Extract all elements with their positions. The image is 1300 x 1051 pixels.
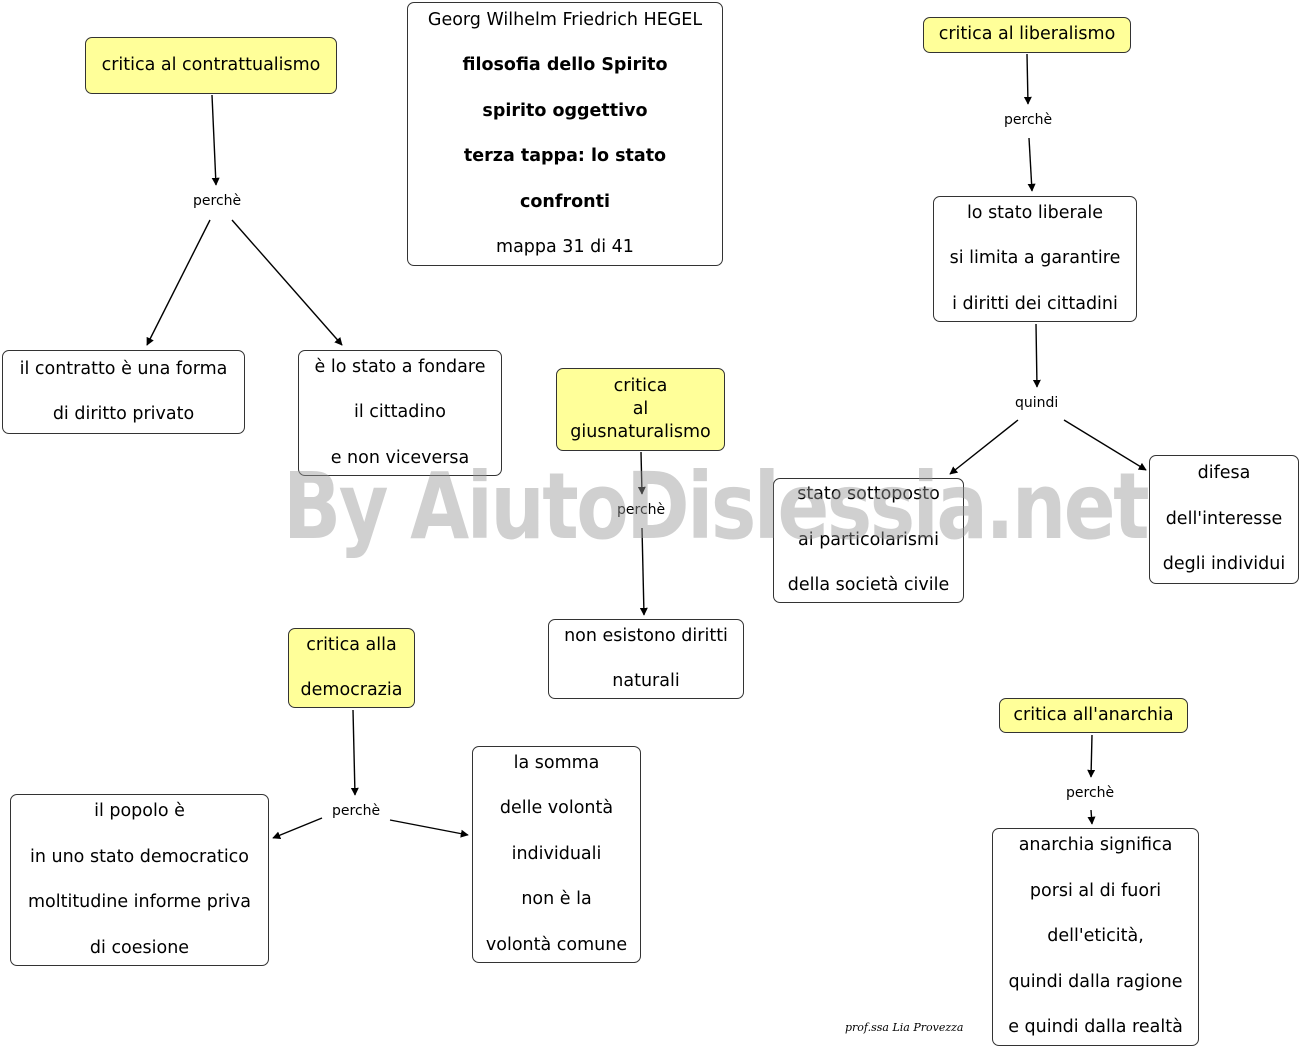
node-critica-anarchia: critica all'anarchia xyxy=(999,698,1188,733)
node-line: degli individui xyxy=(1162,554,1286,575)
node-line: il popolo è xyxy=(94,801,185,821)
arrow-perche-diritti-naturali xyxy=(639,527,648,616)
node-critica-giusnaturalismo: critica al giusnaturalismo xyxy=(556,368,725,451)
node-line: critica xyxy=(613,376,668,396)
node-line: è lo stato a fondare xyxy=(314,356,486,377)
node-line: i diritti dei cittadini xyxy=(952,293,1118,314)
node-stato-particolarismi: stato sottoposto ai particolarismi della… xyxy=(773,478,964,603)
node-line: non esistono diritti xyxy=(564,625,728,646)
arrow-perche-volonta xyxy=(389,819,469,838)
node-label: critica all'anarchia xyxy=(1013,704,1174,725)
arrow-liberalismo-perche xyxy=(1023,53,1032,105)
node-label: critica al contrattualismo xyxy=(101,54,321,75)
node-diritti-naturali: non esistono diritti naturali xyxy=(548,619,744,699)
node-line: delle volontà xyxy=(499,798,614,819)
link-label-perche-anarchia: perchè xyxy=(1066,785,1115,801)
node-popolo-moltitudine: il popolo è in uno stato democratico mol… xyxy=(10,794,269,966)
node-stato-liberale: lo stato liberale si limita a garantire … xyxy=(933,196,1137,322)
arrow-stato-liberale-quindi xyxy=(1032,323,1041,388)
node-line: la somma xyxy=(513,752,600,773)
node-line: e quindi dalla realtà xyxy=(1008,1017,1183,1038)
node-critica-contrattualismo: critica al contrattualismo xyxy=(85,37,337,94)
map-number: mappa 31 di 41 xyxy=(496,237,634,257)
node-line: di coesione xyxy=(89,937,190,958)
arrow-perche-anarchia-significa xyxy=(1087,809,1096,825)
arrow-perche-stato-fondare xyxy=(231,219,343,346)
arrow-perche-stato-liberale xyxy=(1027,137,1036,192)
node-line: giusnaturalismo xyxy=(570,422,711,442)
node-line: lo stato liberale xyxy=(966,202,1104,223)
node-line: dell'eticità, xyxy=(1047,926,1144,947)
arrow-quindi-particolarismi xyxy=(949,419,1019,475)
arrow-giusnaturalismo-perche xyxy=(637,451,646,495)
node-contratto-diritto-privato: il contratto è una forma di diritto priv… xyxy=(2,350,245,434)
arrow-contrattualismo-perche xyxy=(211,94,220,186)
node-line: difesa xyxy=(1197,463,1251,484)
node-line: al xyxy=(632,399,649,419)
node-line: il cittadino xyxy=(354,402,446,423)
node-label: critica al liberalismo xyxy=(938,24,1116,45)
node-somma-volonta: la somma delle volontà individuali non è… xyxy=(472,746,641,963)
arrow-democrazia-perche xyxy=(350,709,359,796)
node-line: e non viceversa xyxy=(330,447,470,468)
section-title: spirito oggettivo xyxy=(482,100,648,121)
node-line: anarchia significa xyxy=(1018,835,1173,856)
node-line: il contratto è una forma xyxy=(19,358,228,379)
node-line: individuali xyxy=(511,843,602,864)
node-line: porsi al di fuori xyxy=(1029,880,1162,901)
author-signature: prof.ssa Lia Provezza xyxy=(845,1021,964,1034)
link-label-quindi: quindi xyxy=(1015,395,1059,411)
node-line: dell'interesse xyxy=(1165,508,1283,529)
author-name: Georg Wilhelm Friedrich HEGEL xyxy=(427,9,703,30)
topic-title: filosofia dello Spirito xyxy=(462,55,668,75)
node-line: della società civile xyxy=(787,575,950,596)
node-critica-liberalismo: critica al liberalismo xyxy=(923,17,1131,53)
link-label-perche-contrattualismo: perchè xyxy=(193,193,242,209)
node-line: critica alla xyxy=(306,634,397,655)
map-title-box: Georg Wilhelm Friedrich HEGEL filosofia … xyxy=(407,2,723,266)
arrow-perche-contratto xyxy=(146,219,211,346)
node-line: di diritto privato xyxy=(52,404,195,424)
comparison-title: confronti xyxy=(520,191,610,212)
node-stato-fondare-cittadino: è lo stato a fondare il cittadino e non … xyxy=(298,350,502,476)
node-line: naturali xyxy=(612,671,680,691)
stage-title: terza tappa: lo stato xyxy=(463,146,667,166)
node-anarchia-significa: anarchia significa porsi al di fuori del… xyxy=(992,828,1199,1046)
node-critica-democrazia: critica alla democrazia xyxy=(288,628,415,708)
node-line: democrazia xyxy=(300,680,403,700)
node-line: non è la xyxy=(521,889,592,910)
arrow-perche-popolo xyxy=(272,817,323,839)
node-line: stato sottoposto xyxy=(797,484,940,505)
node-line: moltitudine informe priva xyxy=(27,892,251,912)
node-line: quindi dalla ragione xyxy=(1008,971,1183,992)
arrow-anarchia-perche xyxy=(1087,734,1096,778)
node-line: volontà comune xyxy=(485,934,628,955)
node-line: si limita a garantire xyxy=(949,248,1121,269)
node-line: ai particolarismi xyxy=(798,529,939,550)
link-label-perche-liberalismo: perchè xyxy=(1004,112,1053,128)
node-line: in uno stato democratico xyxy=(29,846,250,867)
link-label-perche-giusnaturalismo: perchè xyxy=(617,502,666,518)
node-difesa-interesse: difesa dell'interesse degli individui xyxy=(1149,455,1299,584)
arrow-quindi-interesse xyxy=(1063,419,1147,471)
link-label-perche-democrazia: perchè xyxy=(332,803,381,819)
